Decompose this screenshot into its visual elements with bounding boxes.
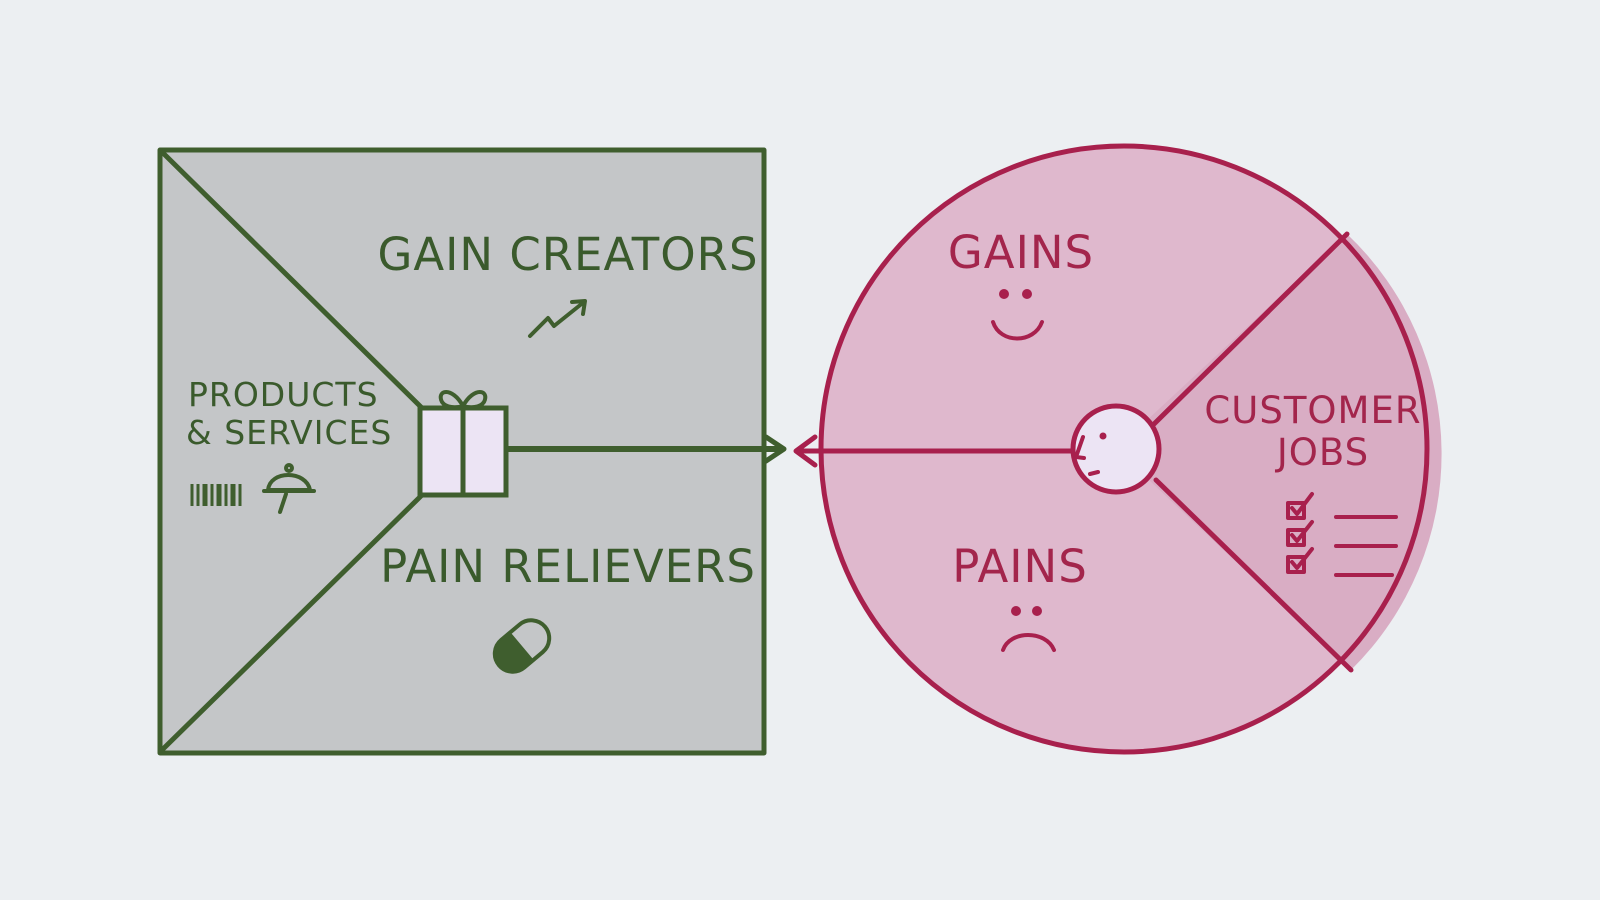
customer-jobs-label-line1: CUSTOMER [1204,389,1421,432]
products-services-label-line1: PRODUCTS [188,375,379,414]
gift-icon [417,390,509,498]
trend-up-arrow-icon [528,299,587,338]
frown-icon [1001,606,1056,652]
gains-label: GAINS [948,226,1094,279]
divider-bottom-diagonal [159,492,425,753]
value-map: GAIN CREATORS PRODUCTS & SERVICES PAIN R… [157,147,787,756]
smiley-icon [991,289,1044,341]
pain-relievers-label: PAIN RELIEVERS [380,540,756,593]
products-services-label-line2: & SERVICES [186,413,392,452]
barcode-icon [190,484,242,506]
divider-lower-right [1153,477,1354,673]
serving-cloche-icon [262,463,316,514]
arrowhead-left [793,434,818,468]
gain-creators-label: GAIN CREATORS [377,228,758,281]
divider-upper-right [1151,231,1350,427]
customer-profile: GAINS PAINS CUSTOMER JOBS [793,143,1442,755]
arrowhead-right [763,434,787,464]
pains-label: PAINS [952,540,1088,593]
customer-jobs-label-line2: JOBS [1275,431,1369,474]
divider-top-diagonal [159,149,425,411]
customer-jobs-segment [1116,234,1442,670]
customer-face-icon [1070,403,1162,495]
pill-icon [492,618,552,674]
checklist-icon [1286,492,1398,577]
